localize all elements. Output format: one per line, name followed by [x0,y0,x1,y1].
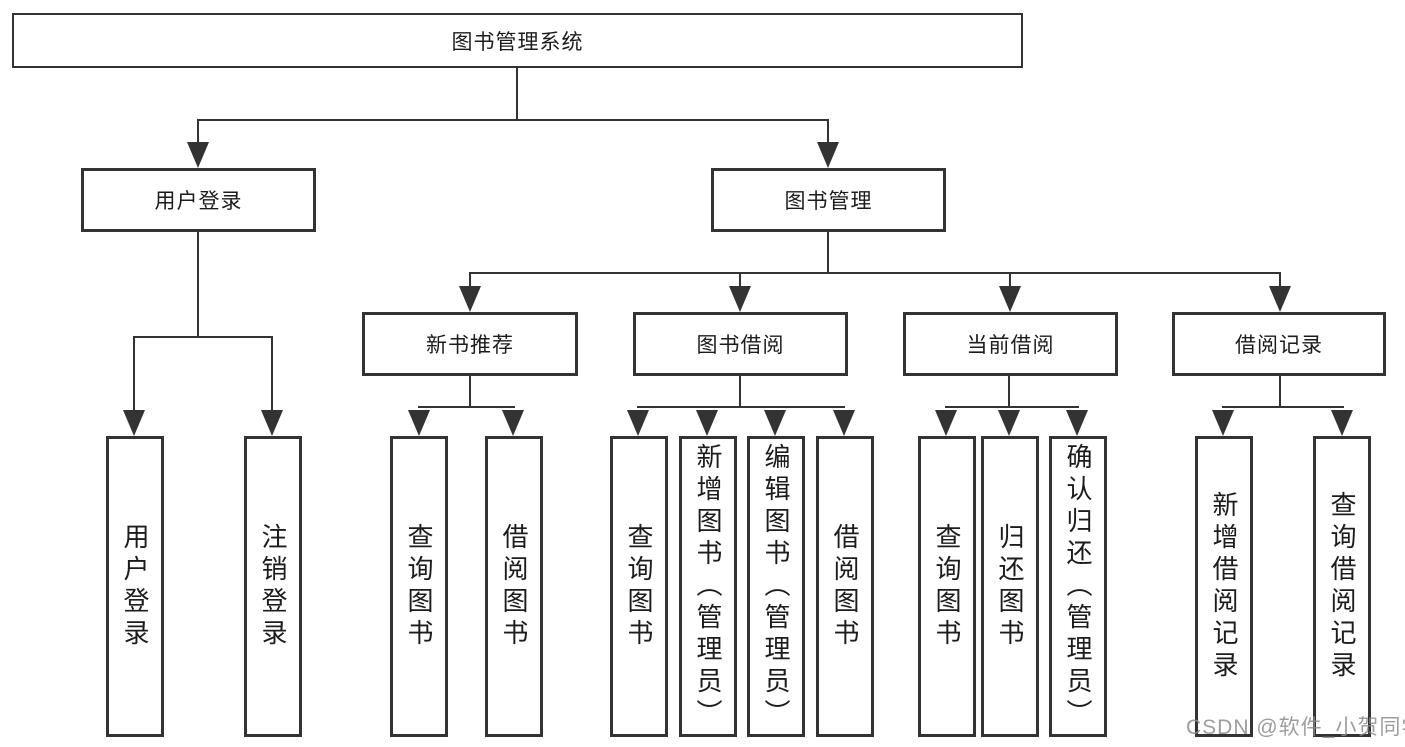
node-book-management: 图书管理 [711,168,946,232]
leaf-user-login-label: 用户登录 [120,522,150,651]
arrow-down-icon [935,410,957,436]
arrow-down-icon [123,410,145,436]
connector-line [739,376,741,408]
leaf-borrow-books-label: 借阅图书 [830,522,860,651]
leaf-query-books-recommend: 查询图书 [390,436,448,737]
leaf-borrow-books-recommend: 借阅图书 [485,436,543,737]
node-user-login-label: 用户登录 [154,190,243,213]
connector-line [1008,376,1010,408]
arrow-down-icon [187,142,209,168]
leaf-query-books-borrow: 查询图书 [610,436,668,737]
leaf-logout-label: 注销登录 [258,522,288,651]
leaf-confirm-return-admin: 确认归还（管理员） [1049,436,1107,737]
leaf-user-login: 用户登录 [106,436,164,737]
node-book-management-label: 图书管理 [784,190,873,213]
leaf-query-borrow-record-label: 查询借阅记录 [1327,490,1357,683]
arrow-down-icon [627,410,649,436]
arrow-down-icon [729,286,751,312]
leaf-borrow-books-recommend-label: 借阅图书 [499,522,529,651]
arrow-down-icon [817,142,839,168]
node-borrowing-records: 借阅记录 [1172,312,1386,376]
node-user-login: 用户登录 [81,168,316,232]
arrow-down-icon [261,410,283,436]
leaf-logout: 注销登录 [244,436,302,737]
arrow-down-icon [1269,286,1291,312]
arrow-down-icon [1212,410,1234,436]
leaf-query-books-current-label: 查询图书 [932,522,962,651]
node-root: 图书管理系统 [12,13,1023,68]
node-book-borrowing: 图书借阅 [633,312,848,376]
connector-line [1279,272,1281,290]
connector-line [133,336,135,414]
connector-line [516,68,518,119]
node-book-borrowing-label: 图书借阅 [696,334,785,357]
leaf-query-borrow-record: 查询借阅记录 [1313,436,1371,737]
arrow-down-icon [998,410,1020,436]
leaf-query-books-borrow-label: 查询图书 [624,522,654,651]
connector-line [827,119,829,146]
arrow-down-icon [696,410,718,436]
leaf-add-borrow-record-label: 新增借阅记录 [1209,490,1239,683]
connector-line [827,232,829,274]
node-current-borrowing: 当前借阅 [903,312,1118,376]
arrow-down-icon [459,286,481,312]
leaf-query-books-recommend-label: 查询图书 [404,522,434,651]
connector-line [197,119,199,146]
node-root-label: 图书管理系统 [451,30,584,54]
arrow-down-icon [408,410,430,436]
connector-line [1222,406,1344,408]
leaf-return-book-label: 归还图书 [995,522,1025,651]
connector-line [418,406,515,408]
arrow-down-icon [1331,410,1353,436]
connector-line [945,406,1079,408]
connector-line [469,376,471,408]
connector-line [197,232,199,338]
node-current-borrowing-label: 当前借阅 [966,334,1055,357]
leaf-return-book: 归还图书 [981,436,1039,737]
leaf-add-book-admin: 新增图书（管理员） [679,436,737,737]
leaf-add-borrow-record: 新增借阅记录 [1195,436,1253,737]
leaf-edit-book-admin: 编辑图书（管理员） [747,436,805,737]
connector-line [469,272,471,290]
leaf-borrow-books: 借阅图书 [816,436,874,737]
connector-line [1009,272,1011,290]
arrow-down-icon [1066,410,1088,436]
node-borrowing-records-label: 借阅记录 [1235,334,1323,357]
connector-line [637,406,845,408]
leaf-query-books-current: 查询图书 [918,436,976,737]
node-new-book-recommendation: 新书推荐 [362,312,578,376]
watermark: CSDN @软件_小贺同学 [1186,716,1405,739]
arrow-down-icon [764,410,786,436]
connector-line [133,336,273,338]
leaf-confirm-return-admin-label: 确认归还（管理员） [1063,442,1093,731]
connector-line [271,336,273,414]
connector-line [197,119,829,121]
connector-line [739,272,741,290]
arrow-down-icon [999,286,1021,312]
node-new-book-recommendation-label: 新书推荐 [426,334,514,357]
arrow-down-icon [502,410,524,436]
leaf-add-book-admin-label: 新增图书（管理员） [693,442,723,731]
connector-line [469,272,1281,274]
arrow-down-icon [833,410,855,436]
leaf-edit-book-admin-label: 编辑图书（管理员） [761,442,791,731]
connector-line [1279,376,1281,408]
